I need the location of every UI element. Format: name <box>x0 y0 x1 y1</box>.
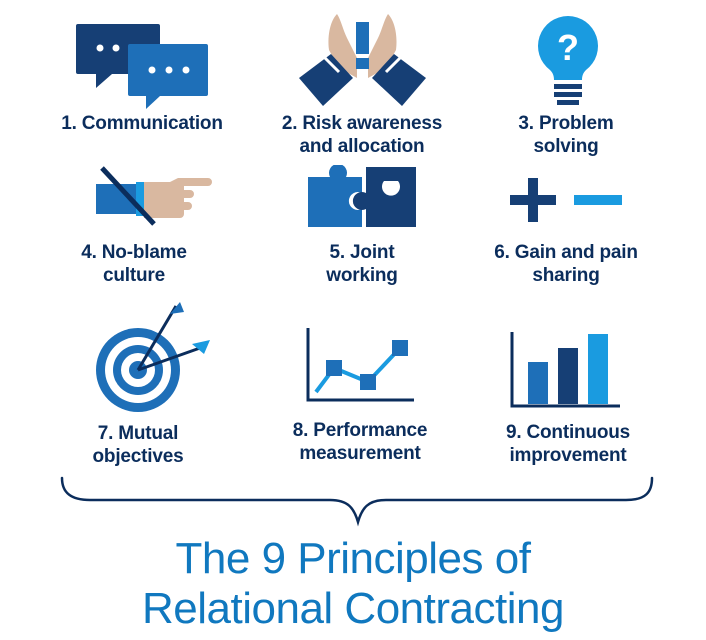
lightbulb-question-icon: ? <box>538 16 598 105</box>
principle-label-gain-pain: 6. Gain and pain sharing <box>494 242 638 286</box>
plus-minus-icon <box>510 178 622 222</box>
principle-label-communication: 1. Communication <box>61 113 223 134</box>
principle-label-mutual-objectives: 7. Mutual objectives <box>92 423 184 467</box>
diagram-title: The 9 Principles of Relational Contracti… <box>142 534 564 633</box>
crossed-pointing-hand-icon <box>96 166 212 226</box>
cupped-hands-exclamation-icon <box>299 14 426 106</box>
svg-text:?: ? <box>557 27 579 68</box>
principle-label-joint-working: 5. Joint working <box>326 242 398 286</box>
principle-label-continuous-improvement: 9. Continuous improvement <box>505 422 631 466</box>
target-darts-icon <box>96 302 210 412</box>
principle-label-problem-solving: 3. Problem solving <box>518 113 614 157</box>
principle-label-risk-awareness: 2. Risk awareness and allocation <box>281 113 443 157</box>
speech-bubbles-icon <box>76 24 208 109</box>
principle-label-no-blame: 4. No-blame culture <box>81 242 187 286</box>
principle-label-performance-measurement: 8. Performance measurement <box>292 420 428 464</box>
jigsaw-pieces-icon <box>308 165 416 227</box>
line-chart-icon <box>306 328 414 402</box>
bar-chart-icon <box>510 332 620 408</box>
